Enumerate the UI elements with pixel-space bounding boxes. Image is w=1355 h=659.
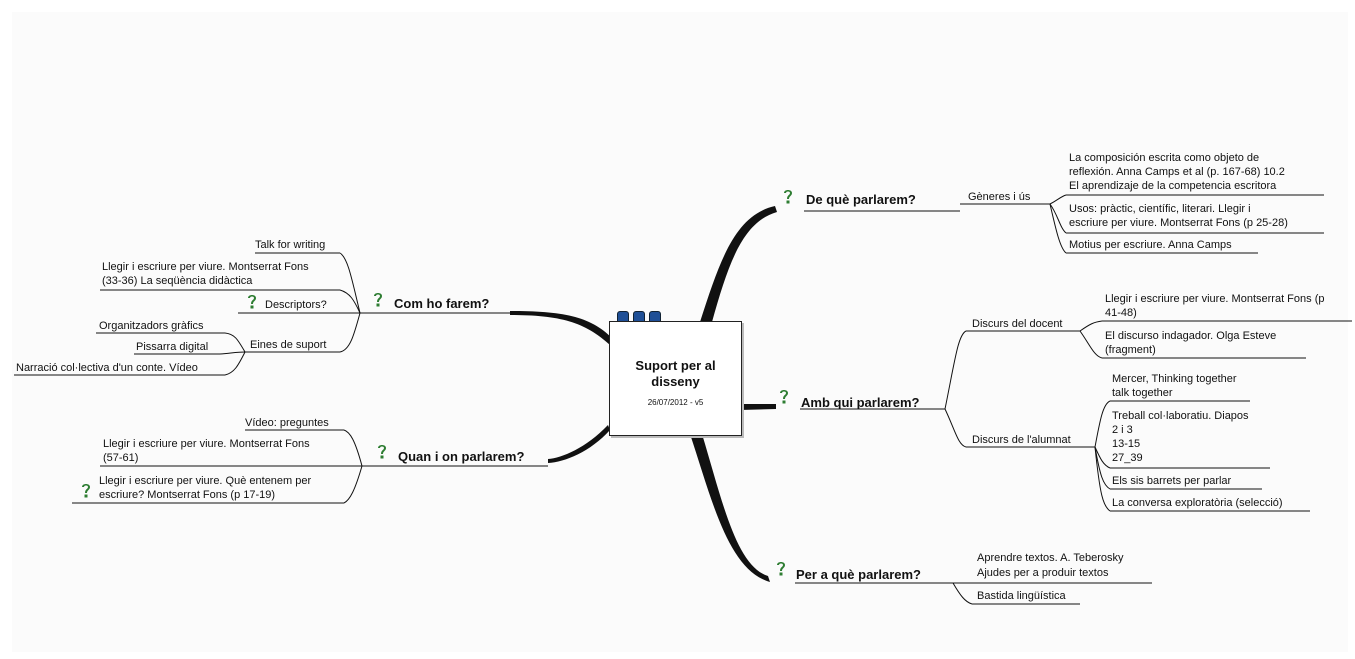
leaf-video-preguntes[interactable]: Vídeo: preguntes [245,417,329,429]
branch-connector-amb-qui [740,404,776,410]
leaf-alumnat2-line4[interactable]: 27_39 [1112,452,1143,464]
leaf-alumnat2-line3[interactable]: 13-15 [1112,438,1141,450]
leaf-llegir-com-line2[interactable]: (33-36) La seqüència didàctica [102,275,253,287]
leaf-bastida[interactable]: Bastida lingüística [977,590,1066,602]
leaf-llegir-que-line2[interactable]: escriure? Montserrat Fons (p 17-19) [99,489,276,501]
central-date: 26/07/2012 - v5 [647,398,704,407]
leaf-composicion-line3[interactable]: El aprendizaje de la competencia escrito… [1069,180,1277,192]
leaf-sis-barrets[interactable]: Els sis barrets per parlar [1112,475,1232,487]
topic-com-ho-farem[interactable]: Com ho farem? [394,296,490,311]
leaf-alumnat1-line2[interactable]: talk together [1112,387,1173,399]
question-mark-icon [780,390,788,404]
leaf-docent1-line2[interactable]: 41-48) [1105,307,1137,319]
leaf-llegir-quan-line2[interactable]: (57-61) [103,452,139,464]
topic-quan-i-on-parlarem[interactable]: Quan i on parlarem? [398,449,525,464]
question-mark-icon [82,484,90,498]
leaf-docent1-line1[interactable]: Llegir i escriure per viure. Montserrat … [1105,293,1325,305]
branch-connector-de-que [700,206,777,322]
leaf-alumnat1-line1[interactable]: Mercer, Thinking together [1112,373,1237,385]
leaf-conversa-exploratoria[interactable]: La conversa exploratòria (selecció) [1112,497,1283,509]
leaf-composicion-line1[interactable]: La composición escrita como objeto de [1069,152,1260,164]
central-title-line2: disseny [651,374,700,389]
leaf-llegir-com-line1[interactable]: Llegir i escriure per viure. Montserrat … [102,261,309,273]
topic-per-a-que-parlarem[interactable]: Per a què parlarem? [796,567,921,582]
subtopic-discurs-docent[interactable]: Discurs del docent [972,318,1063,330]
leaf-llegir-quan-line1[interactable]: Llegir i escriure per viure. Montserrat … [103,438,310,450]
leaf-motius[interactable]: Motius per escriure. Anna Camps [1069,239,1232,251]
leaf-pissarra[interactable]: Pissarra digital [136,341,209,353]
subtopic-discurs-alumnat[interactable]: Discurs de l'alumnat [972,434,1071,446]
question-mark-icon [784,190,792,204]
question-mark-icon [777,562,785,576]
leaf-llegir-que-line1[interactable]: Llegir i escriure per viure. Què entenem… [99,475,312,487]
topic-amb-qui-parlarem[interactable]: Amb qui parlarem? [801,395,920,410]
leaf-descriptors[interactable]: Descriptors? [265,299,327,311]
leaf-usos-line1[interactable]: Usos: pràctic, científic, literari. Lleg… [1069,203,1251,215]
leaf-docent2-line1[interactable]: El discurso indagador. Olga Esteve [1105,330,1277,342]
branch-connector-quan [548,425,610,463]
leaf-talk-for-writing[interactable]: Talk for writing [255,239,326,251]
leaf-aprendre-textos-line2[interactable]: Ajudes per a produir textos [977,567,1109,579]
leaf-alumnat2-line2[interactable]: 2 i 3 [1112,424,1133,436]
central-title-line1: Suport per al [635,358,716,373]
leaf-narracio[interactable]: Narració col·lectiva d'un conte. Vídeo [16,362,198,374]
question-mark-icon [378,445,386,459]
leaf-aprendre-textos-line1[interactable]: Aprendre textos. A. Teberosky [977,552,1124,564]
central-topic[interactable]: Suport per al disseny 26/07/2012 - v5 [609,321,742,436]
leaf-alumnat2-line1[interactable]: Treball col·laboratiu. Diapos [1112,410,1249,422]
leaf-docent2-line2[interactable]: (fragment) [1105,344,1156,356]
branch-connector-com [510,311,612,345]
question-mark-icon [374,293,382,307]
leaf-composicion-line2[interactable]: reflexión. Anna Camps et al (p. 167-68) … [1069,166,1285,178]
leaf-organitzadors[interactable]: Organitzadors gràfics [99,320,204,332]
subtopic-generes[interactable]: Gèneres i ús [968,191,1031,203]
question-mark-icon [248,295,256,309]
leaf-usos-line2[interactable]: escriure per viure. Montserrat Fons (p 2… [1069,217,1288,229]
branch-connector-per-a-que [690,434,770,582]
subtopic-eines-suport[interactable]: Eines de suport [250,339,327,351]
topic-de-que-parlarem[interactable]: De què parlarem? [806,192,916,207]
